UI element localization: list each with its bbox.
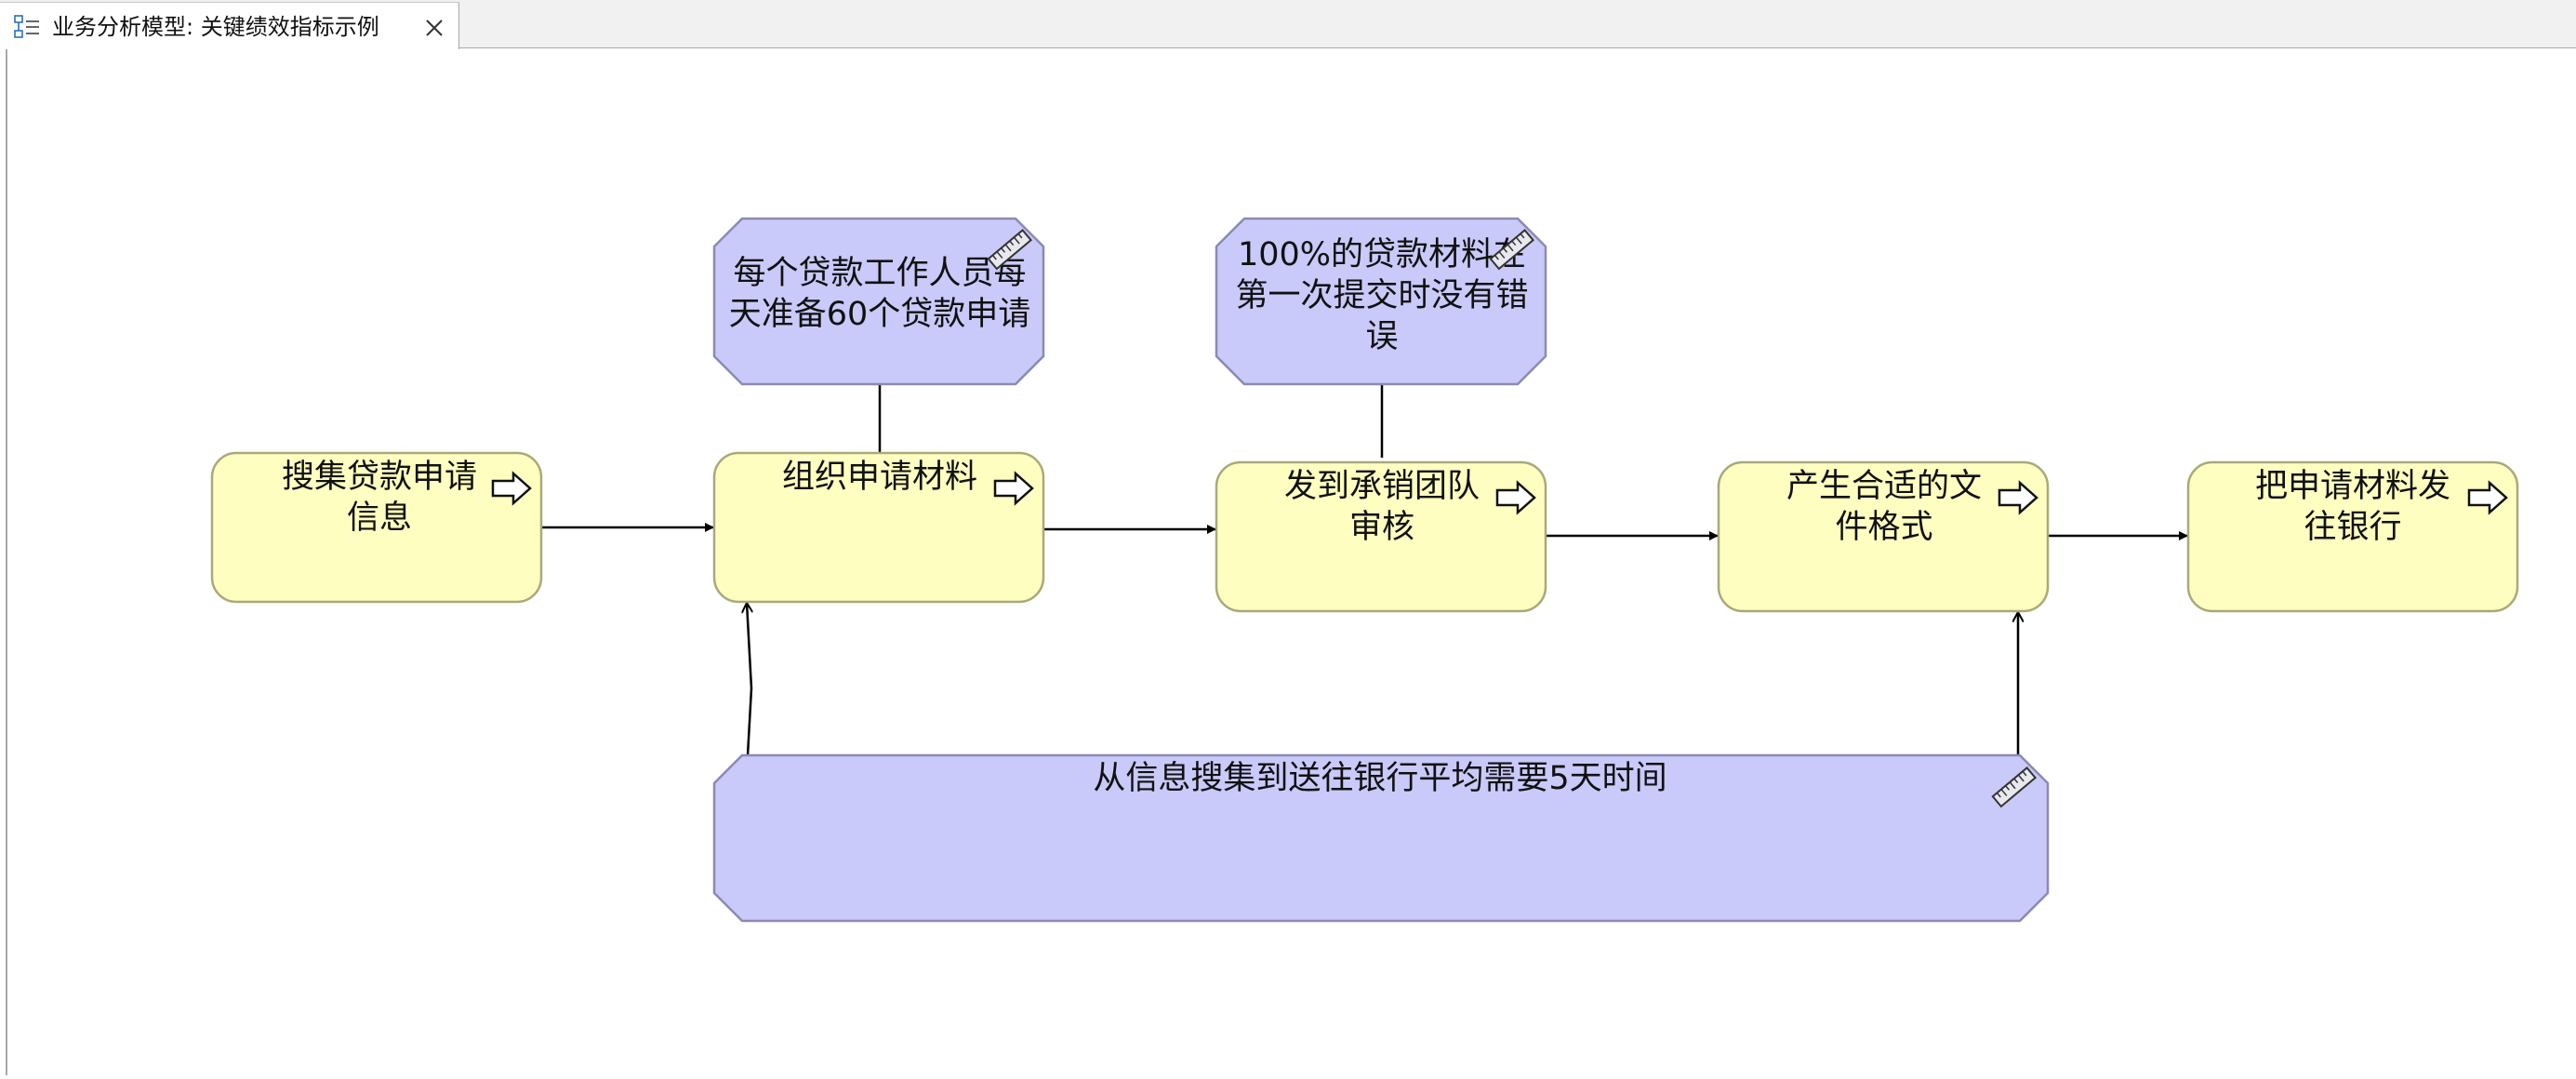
editor-tab-bar: 业务分析模型: 关键绩效指标示例: [0, 0, 2576, 49]
kpi-1-text-line-2: 天准备60个贷款申请: [729, 296, 1031, 333]
process-arrow-icon: [1495, 480, 1536, 515]
tab-title: 业务分析模型: 关键绩效指标示例: [52, 14, 379, 40]
activity-2-text-line-1: 组织申请材料: [782, 459, 977, 496]
activity-4-text-line-1: 产生合适的文: [1786, 468, 1982, 505]
activity-box-2[interactable]: 组织申请材料: [712, 451, 1045, 604]
process-arrow-icon: [2467, 480, 2508, 515]
ruler-icon: [987, 228, 1033, 271]
kpi-2-text-line-3: 误: [1365, 318, 1398, 355]
kpi-2-text-line-2: 第一次提交时没有错: [1235, 277, 1528, 314]
activity-3-text-line-1: 发到承销团队: [1284, 468, 1480, 505]
model-tree-icon: [14, 15, 39, 38]
kpi-3-link-start: [747, 603, 751, 756]
activity-3-text-line-2: 审核: [1349, 509, 1414, 546]
activity-layer: 搜集贷款申请信息组织申请材料发到承销团队审核产生合适的文件格式把申请材料发往银行: [210, 451, 2519, 613]
connectors-layer: [541, 384, 2188, 756]
process-arrow-icon: [993, 471, 1034, 506]
tab-kpi-example[interactable]: 业务分析模型: 关键绩效指标示例: [0, 2, 459, 49]
process-arrow-icon: [1998, 480, 2038, 515]
diagram-canvas: 每个贷款工作人员每天准备60个贷款申请 100%的贷款材料在第一次提交时没有错误从…: [6, 49, 2576, 1075]
activity-5-text-line-2: 往银行: [2304, 509, 2401, 546]
activity-5-text-line-1: 把申请材料发: [2255, 468, 2450, 505]
kpi-3-text-line-1: 从信息搜集到送往银行平均需要5天时间: [1093, 760, 1666, 797]
kpi-1-text-line-1: 每个贷款工作人员每: [733, 255, 1026, 292]
kpi-box-3[interactable]: 从信息搜集到送往银行平均需要5天时间: [712, 753, 2050, 923]
ruler-icon: [1489, 228, 1535, 271]
close-icon[interactable]: [424, 18, 445, 38]
process-arrow-icon: [491, 471, 532, 506]
activity-1-text-line-2: 信息: [347, 500, 412, 537]
activity-4-text-line-2: 件格式: [1835, 509, 1932, 546]
ruler-icon: [1991, 766, 2038, 808]
kpi-2-text-line-1: 100%的贷款材料在: [1238, 236, 1526, 273]
activity-1-text-line-1: 搜集贷款申请: [282, 459, 477, 496]
